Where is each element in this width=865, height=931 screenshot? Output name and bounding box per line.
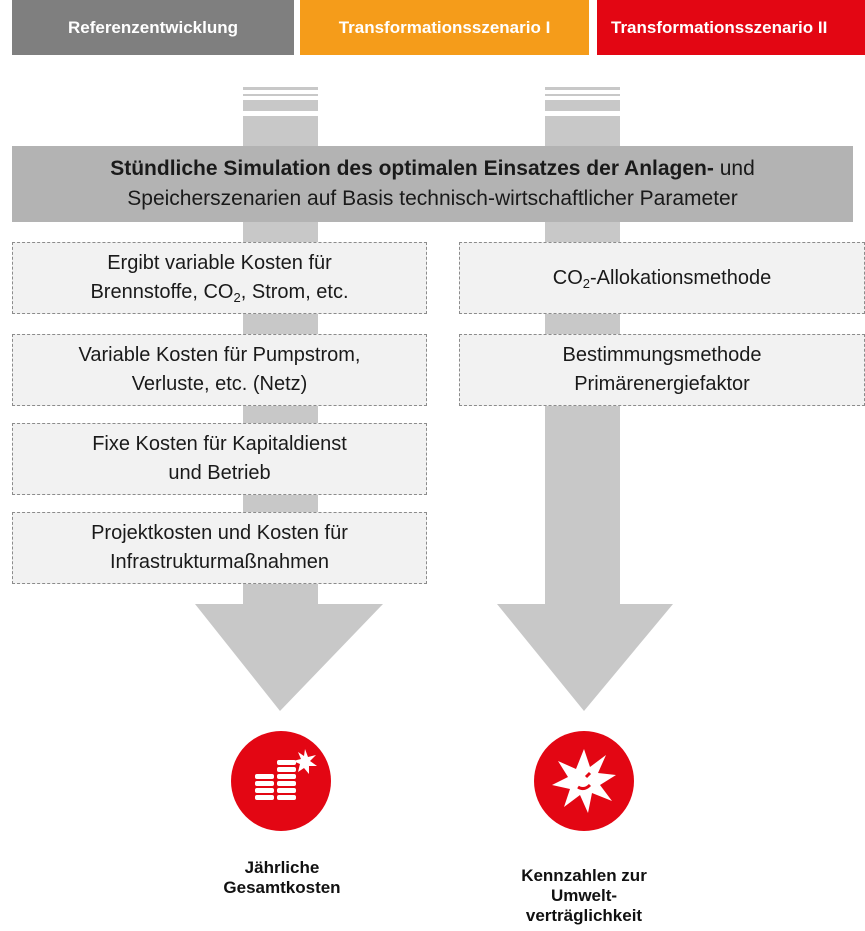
banner-bold-text: Stündliche Simulation des optimalen Eins… <box>110 157 714 180</box>
banner-line-1: Stündliche Simulation des optimalen Eins… <box>110 154 755 184</box>
tab-label: Referenzentwicklung <box>67 17 239 37</box>
tab-label: Transformationsszenario I <box>338 17 551 37</box>
outcome-line: Gesamtkosten <box>223 878 341 897</box>
subscript: 2 <box>582 275 590 291</box>
cost-box-variable-pump: Variable Kosten für Pumpstrom, Verluste,… <box>12 334 427 406</box>
box-line: Verluste, etc. (Netz) <box>131 373 308 395</box>
left-arrow-stripe <box>243 116 318 146</box>
box-line: Infrastrukturmaßnahmen <box>110 551 329 573</box>
coins-icon <box>231 731 331 831</box>
cost-box-project: Projektkosten und Kosten für Infrastrukt… <box>12 512 427 584</box>
tab-transformationsszenario-1: Transformationsszenario I <box>300 0 589 55</box>
box-line: und Betrieb <box>168 462 271 484</box>
right-arrow-stripe <box>545 94 620 96</box>
left-arrow-stripe <box>243 87 318 90</box>
outcome-line: verträglichkeit <box>525 906 643 925</box>
box-line: CO2-Allokationsmethode <box>553 264 771 293</box>
banner-line-2: Speicherszenarien auf Basis technisch-wi… <box>127 187 738 210</box>
outcome-environmental-indicators: Kennzahlen zur Umwelt- verträglichkeit <box>484 866 684 926</box>
box-text: CO <box>552 266 583 289</box>
box-line: Projektkosten und Kosten für <box>91 522 348 544</box>
right-arrow-stripe <box>545 100 620 111</box>
left-arrow-stripe <box>243 94 318 96</box>
outcome-annual-costs: Jährliche Gesamtkosten <box>182 858 382 898</box>
banner-tail-text: und <box>713 157 755 180</box>
cost-box-fixed: Fixe Kosten für Kapitaldienst und Betrie… <box>12 423 427 495</box>
box-text: , Strom, etc. <box>240 281 349 303</box>
outcome-line: Kennzahlen zur <box>521 866 647 885</box>
box-line: Fixe Kosten für Kapitaldienst <box>92 433 347 455</box>
method-box-primary-energy: Bestimmungsmethode Primärenergiefaktor <box>459 334 865 406</box>
box-line: Ergibt variable Kosten für <box>107 252 332 274</box>
box-line: Bestimmungsmethode <box>562 344 762 366</box>
subscript: 2 <box>233 290 241 305</box>
outcome-line: Jährliche <box>244 858 320 877</box>
box-text: Brennstoffe, CO <box>90 281 234 303</box>
left-arrow-stripe <box>243 100 318 111</box>
method-box-co2-allocation: CO2-Allokationsmethode <box>459 242 865 314</box>
right-arrow-stripe <box>545 116 620 146</box>
right-arrow <box>497 222 673 711</box>
impact-star-icon <box>534 731 634 831</box>
right-arrow-stripe <box>545 87 620 90</box>
box-line: Primärenergiefaktor <box>574 373 750 395</box>
tab-transformationsszenario-2: Transformationsszenario II <box>597 0 865 55</box>
tab-label: Transformationsszenario II <box>611 17 828 37</box>
box-line: Variable Kosten für Pumpstrom, <box>78 344 361 366</box>
outcome-line: Umwelt- <box>550 886 618 905</box>
simulation-banner: Stündliche Simulation des optimalen Eins… <box>12 146 853 222</box>
cost-box-variable-fuel: Ergibt variable Kosten für Brennstoffe, … <box>12 242 427 314</box>
box-text: -Allokationsmethode <box>590 266 772 289</box>
tab-referenzentwicklung: Referenzentwicklung <box>12 0 294 55</box>
box-line: Brennstoffe, CO2, Strom, etc. <box>90 278 348 307</box>
